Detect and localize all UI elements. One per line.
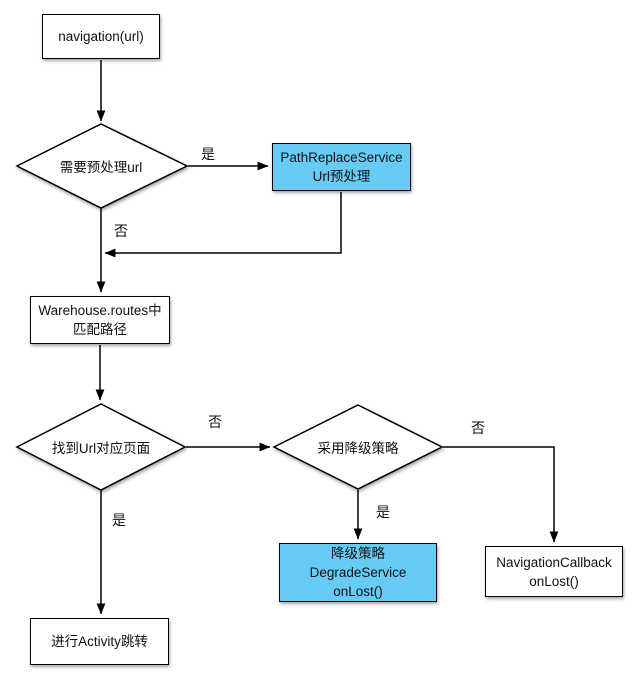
diamond-label-need-preprocess: 需要预处理url xyxy=(59,160,143,175)
diamond-label-use-degrade: 采用降级策略 xyxy=(317,441,399,456)
node-label-line: Warehouse.routes中 xyxy=(38,303,162,318)
diamond-label-found-page: 找到Url对应页面 xyxy=(51,441,151,456)
node-navigation-callback: NavigationCallback onLost() xyxy=(485,546,623,597)
node-label-line: onLost() xyxy=(529,573,579,589)
edge-label-no-preprocess: 否 xyxy=(114,223,128,239)
node-label-line: PathReplaceService xyxy=(280,150,403,165)
node-path-replace-service: PathReplaceService Url预处理 xyxy=(272,143,411,191)
node-warehouse-routes-match: Warehouse.routes中 匹配路径 xyxy=(30,296,170,344)
node-label-line: 降级策略 xyxy=(331,546,385,561)
edge-label-no-found-page: 否 xyxy=(208,414,222,430)
edge-label-yes-degrade: 是 xyxy=(376,504,390,520)
edge-label-yes-preprocess: 是 xyxy=(201,146,215,162)
edge-label-yes-found-page: 是 xyxy=(112,512,126,528)
node-label-line: Url预处理 xyxy=(312,169,371,184)
node-label-line: 匹配路径 xyxy=(73,322,127,337)
diamond-use-degrade xyxy=(272,404,444,490)
node-label: 进行Activity跳转 xyxy=(51,634,148,649)
node-activity-jump: 进行Activity跳转 xyxy=(30,618,169,665)
connector-degrade-no-to-callback xyxy=(443,446,559,543)
node-navigation-url: navigation(url) xyxy=(42,14,160,59)
node-degrade-service: 降级策略 DegradeService onLost() xyxy=(279,543,437,602)
node-label-line: onLost() xyxy=(333,584,383,599)
node-label-line: DegradeService xyxy=(309,565,407,580)
edge-label-no-degrade: 否 xyxy=(471,420,485,436)
node-label-line: NavigationCallback xyxy=(496,554,612,570)
connector-pathreplace-return xyxy=(104,192,342,258)
node-label: navigation(url) xyxy=(58,29,144,44)
